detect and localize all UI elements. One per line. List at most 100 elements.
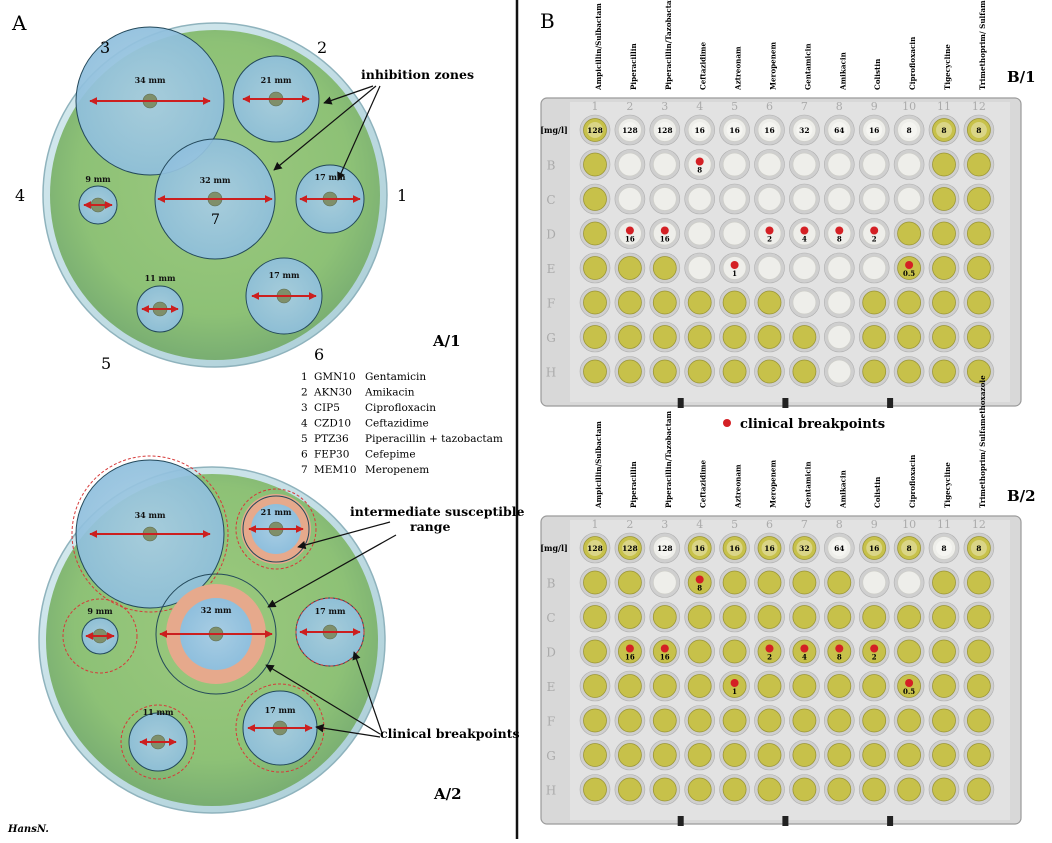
concentration-label: 64 bbox=[834, 126, 844, 135]
well bbox=[862, 325, 887, 349]
concentration-badge bbox=[587, 540, 603, 556]
well bbox=[652, 187, 677, 211]
well bbox=[618, 187, 642, 211]
well bbox=[967, 290, 991, 315]
well bbox=[757, 256, 782, 280]
drug-name-label: Trimethoprim/ Sulfamethoxazole bbox=[978, 375, 987, 508]
column-number: 4 bbox=[696, 518, 703, 531]
panel-label-b: B bbox=[540, 9, 555, 33]
well bbox=[932, 359, 956, 384]
clinical-breakpoints-label: clinical breakpoints bbox=[380, 726, 520, 741]
well bbox=[722, 187, 747, 211]
well bbox=[652, 290, 677, 315]
well bbox=[827, 152, 852, 177]
breakpoint-value: 0.5 bbox=[903, 269, 915, 278]
inhibition-zone: 17 mm bbox=[245, 257, 323, 335]
well bbox=[862, 708, 887, 733]
well bbox=[827, 187, 852, 211]
well bbox=[583, 777, 607, 802]
well bbox=[932, 221, 956, 246]
well bbox=[897, 187, 921, 211]
well bbox=[897, 777, 921, 802]
plate-foot bbox=[887, 816, 894, 826]
row-letter: D bbox=[546, 228, 556, 242]
well bbox=[757, 674, 782, 698]
panel-label-a1: A/1 bbox=[432, 332, 461, 350]
concentration-badge bbox=[831, 122, 848, 138]
breakpoint-dot bbox=[625, 226, 634, 235]
breakpoint-ring bbox=[120, 704, 196, 780]
well bbox=[618, 674, 642, 698]
legend-code: PTZ36 bbox=[314, 433, 349, 445]
row-letter: B bbox=[547, 159, 556, 173]
well bbox=[687, 605, 712, 629]
column-number: 6 bbox=[766, 100, 773, 113]
breakpoint-ring bbox=[295, 597, 365, 667]
well bbox=[652, 743, 677, 767]
inhibition-zone: 34 mm bbox=[75, 26, 225, 176]
breakpoint-value: 8 bbox=[697, 166, 702, 175]
breakpoint-value: 1 bbox=[732, 687, 737, 696]
disc-number-3: 3 bbox=[100, 38, 110, 57]
well bbox=[897, 605, 921, 629]
clinical-breakpoints-arrows bbox=[265, 651, 383, 738]
well bbox=[687, 639, 712, 664]
well bbox=[967, 708, 991, 733]
well bbox=[687, 325, 712, 349]
well bbox=[618, 359, 642, 384]
well bbox=[722, 777, 747, 802]
well bbox=[757, 605, 782, 629]
breakpoint-legend-dot bbox=[723, 419, 731, 427]
well bbox=[967, 639, 991, 664]
zone-diameter-label: 17 mm bbox=[269, 270, 300, 280]
zone-diameter-label: 21 mm bbox=[261, 507, 292, 517]
well bbox=[687, 290, 712, 315]
well bbox=[722, 708, 747, 733]
concentration-badge bbox=[796, 540, 813, 556]
well bbox=[897, 359, 921, 384]
well bbox=[722, 152, 747, 177]
inhibition-zone: 17 mm bbox=[295, 164, 365, 234]
well bbox=[757, 708, 782, 733]
well bbox=[583, 708, 607, 733]
legend-number: 6 bbox=[301, 449, 308, 461]
concentration-badge bbox=[970, 122, 987, 138]
well bbox=[792, 777, 817, 802]
row-letter: C bbox=[546, 193, 555, 207]
plate-foot bbox=[677, 816, 684, 826]
column-number: 3 bbox=[661, 518, 668, 531]
concentration-badge bbox=[726, 122, 743, 138]
legend-name: Cefepime bbox=[365, 449, 416, 461]
well bbox=[792, 152, 817, 177]
legend-code: CIP5 bbox=[314, 402, 340, 414]
column-number: 2 bbox=[626, 100, 633, 113]
signature: HansN. bbox=[7, 824, 49, 835]
plate-foot bbox=[782, 816, 789, 826]
well bbox=[827, 777, 852, 802]
well bbox=[652, 152, 677, 177]
concentration-label: 8 bbox=[976, 126, 981, 135]
well bbox=[932, 743, 956, 767]
drug-name-label: Piperacillin bbox=[629, 461, 638, 508]
well bbox=[618, 605, 642, 629]
breakpoint-dot bbox=[730, 261, 739, 269]
concentration-label: 16 bbox=[694, 544, 704, 553]
row-letter: F bbox=[547, 715, 555, 729]
concentration-label: 128 bbox=[587, 544, 603, 553]
concentration-label: 16 bbox=[764, 126, 774, 135]
well bbox=[967, 359, 991, 384]
breakpoint-ring bbox=[235, 488, 317, 570]
well bbox=[792, 325, 817, 349]
column-number: 12 bbox=[972, 100, 986, 113]
breakpoint-dot bbox=[660, 644, 669, 653]
well bbox=[967, 743, 991, 767]
concentration-badge bbox=[621, 122, 638, 138]
unit-label: [mg/l] bbox=[540, 543, 568, 553]
zone-diameter-label: 17 mm bbox=[315, 606, 346, 616]
drug-name-label: Gentamicin bbox=[803, 43, 812, 90]
concentration-badge bbox=[936, 540, 952, 556]
concentration-label: 16 bbox=[764, 544, 774, 553]
well bbox=[967, 674, 991, 698]
